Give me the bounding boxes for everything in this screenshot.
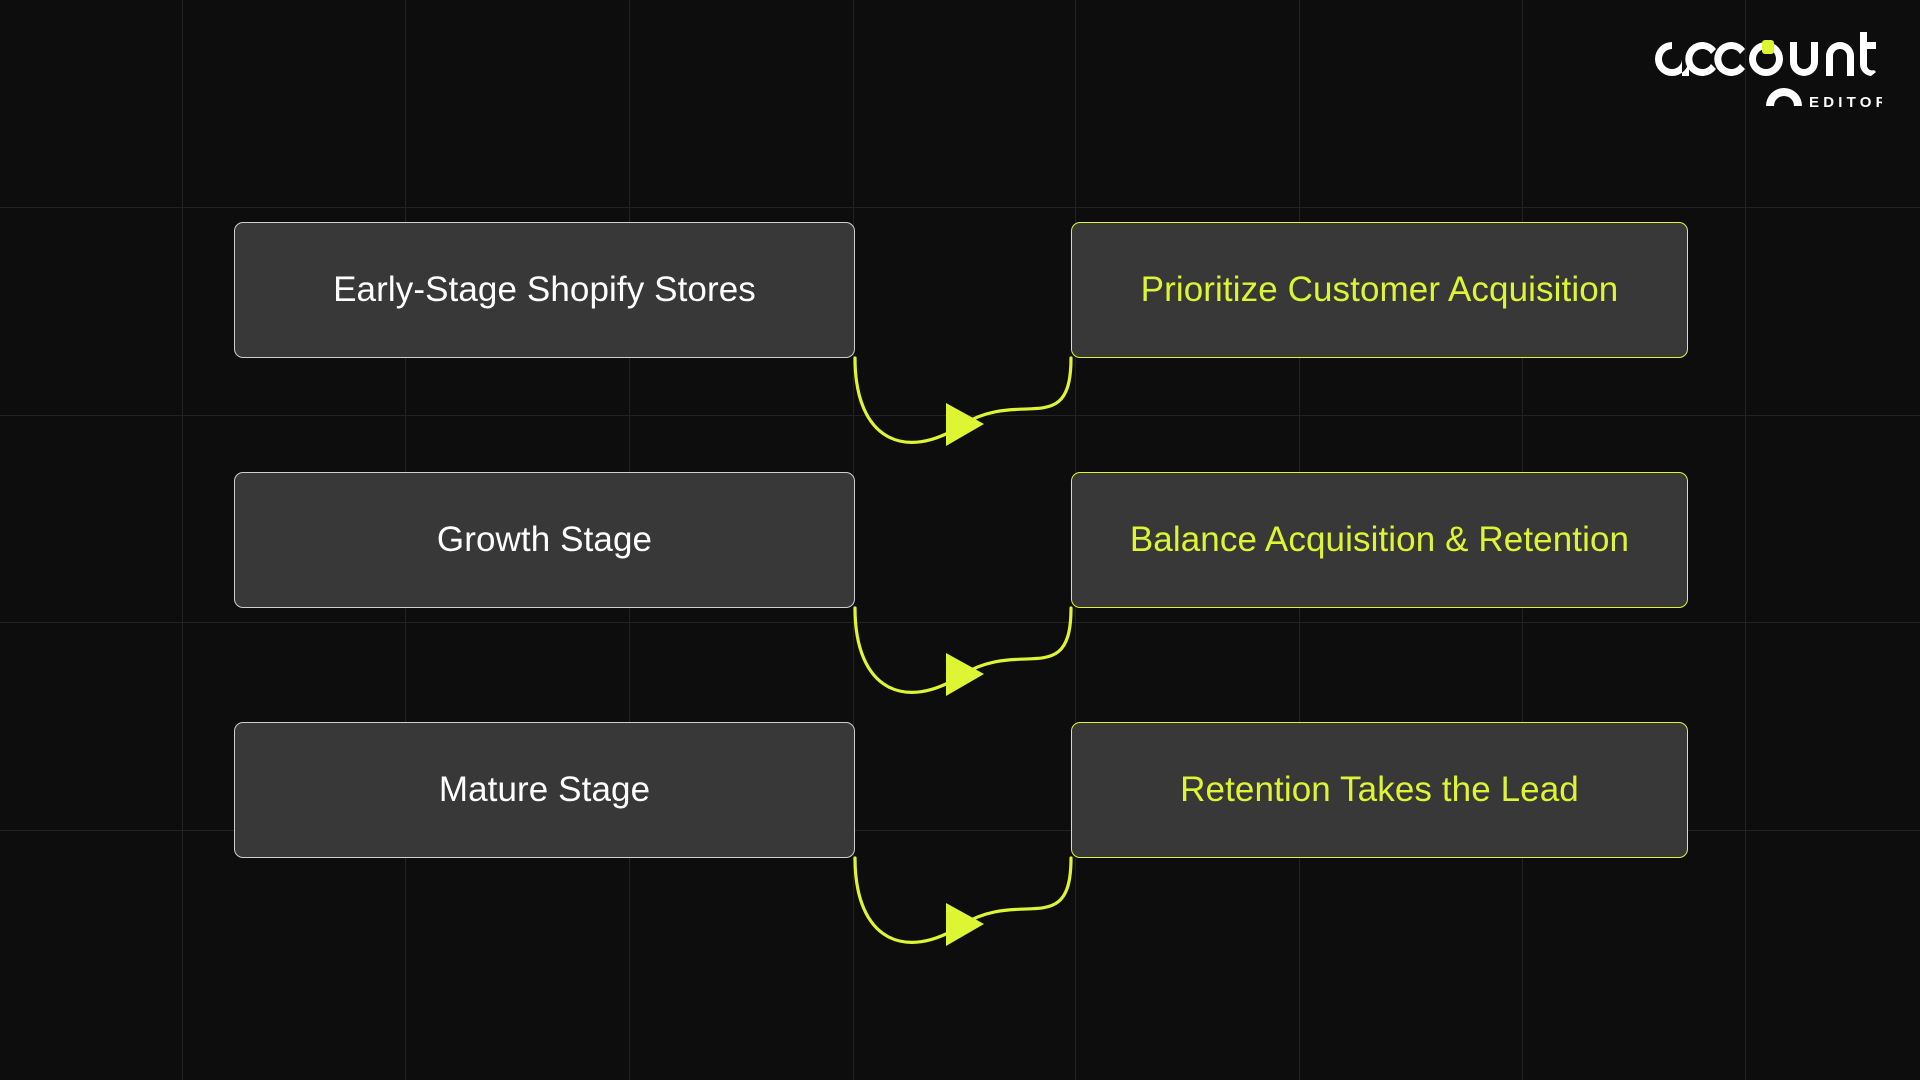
logo-wordmark-shape: [1655, 32, 1876, 76]
stage-node-3-label: Mature Stage: [438, 769, 651, 809]
outcome-node-2-label: Balance Acquisition & Retention: [1129, 519, 1630, 559]
arrowhead-icon: [946, 403, 984, 446]
logo-arc-mark: [1766, 88, 1802, 106]
grid-line-horizontal: [0, 207, 1920, 208]
stage-node-2[interactable]: Growth Stage: [234, 472, 855, 608]
grid-line-horizontal: [0, 622, 1920, 623]
grid-line-vertical: [182, 0, 183, 1080]
outcome-node-1[interactable]: Prioritize Customer Acquisition: [1071, 222, 1688, 358]
arrowhead-icon: [946, 653, 984, 696]
outcome-node-3[interactable]: Retention Takes the Lead: [1071, 722, 1688, 858]
arrowhead-icon: [946, 903, 984, 946]
outcome-node-1-label: Prioritize Customer Acquisition: [1140, 269, 1619, 309]
logo-subtext-shape: EDITOR: [1809, 94, 1882, 108]
stage-node-1[interactable]: Early-Stage Shopify Stores: [234, 222, 855, 358]
brand-logo: EDITOR: [1654, 28, 1882, 108]
outcome-node-2[interactable]: Balance Acquisition & Retention: [1071, 472, 1688, 608]
stage-node-1-label: Early-Stage Shopify Stores: [333, 269, 756, 309]
curved-arrow-2: [853, 606, 1073, 696]
grid-line-horizontal: [0, 415, 1920, 416]
outcome-node-3-label: Retention Takes the Lead: [1180, 769, 1579, 809]
logo-accent-mark: [1762, 40, 1774, 54]
grid-line-vertical: [1745, 0, 1746, 1080]
stage-node-2-label: Growth Stage: [436, 519, 653, 559]
stage-node-3[interactable]: Mature Stage: [234, 722, 855, 858]
svg-text:EDITOR: EDITOR: [1809, 94, 1882, 108]
curved-arrow-3: [853, 856, 1073, 946]
curved-arrow-1: [853, 356, 1073, 446]
